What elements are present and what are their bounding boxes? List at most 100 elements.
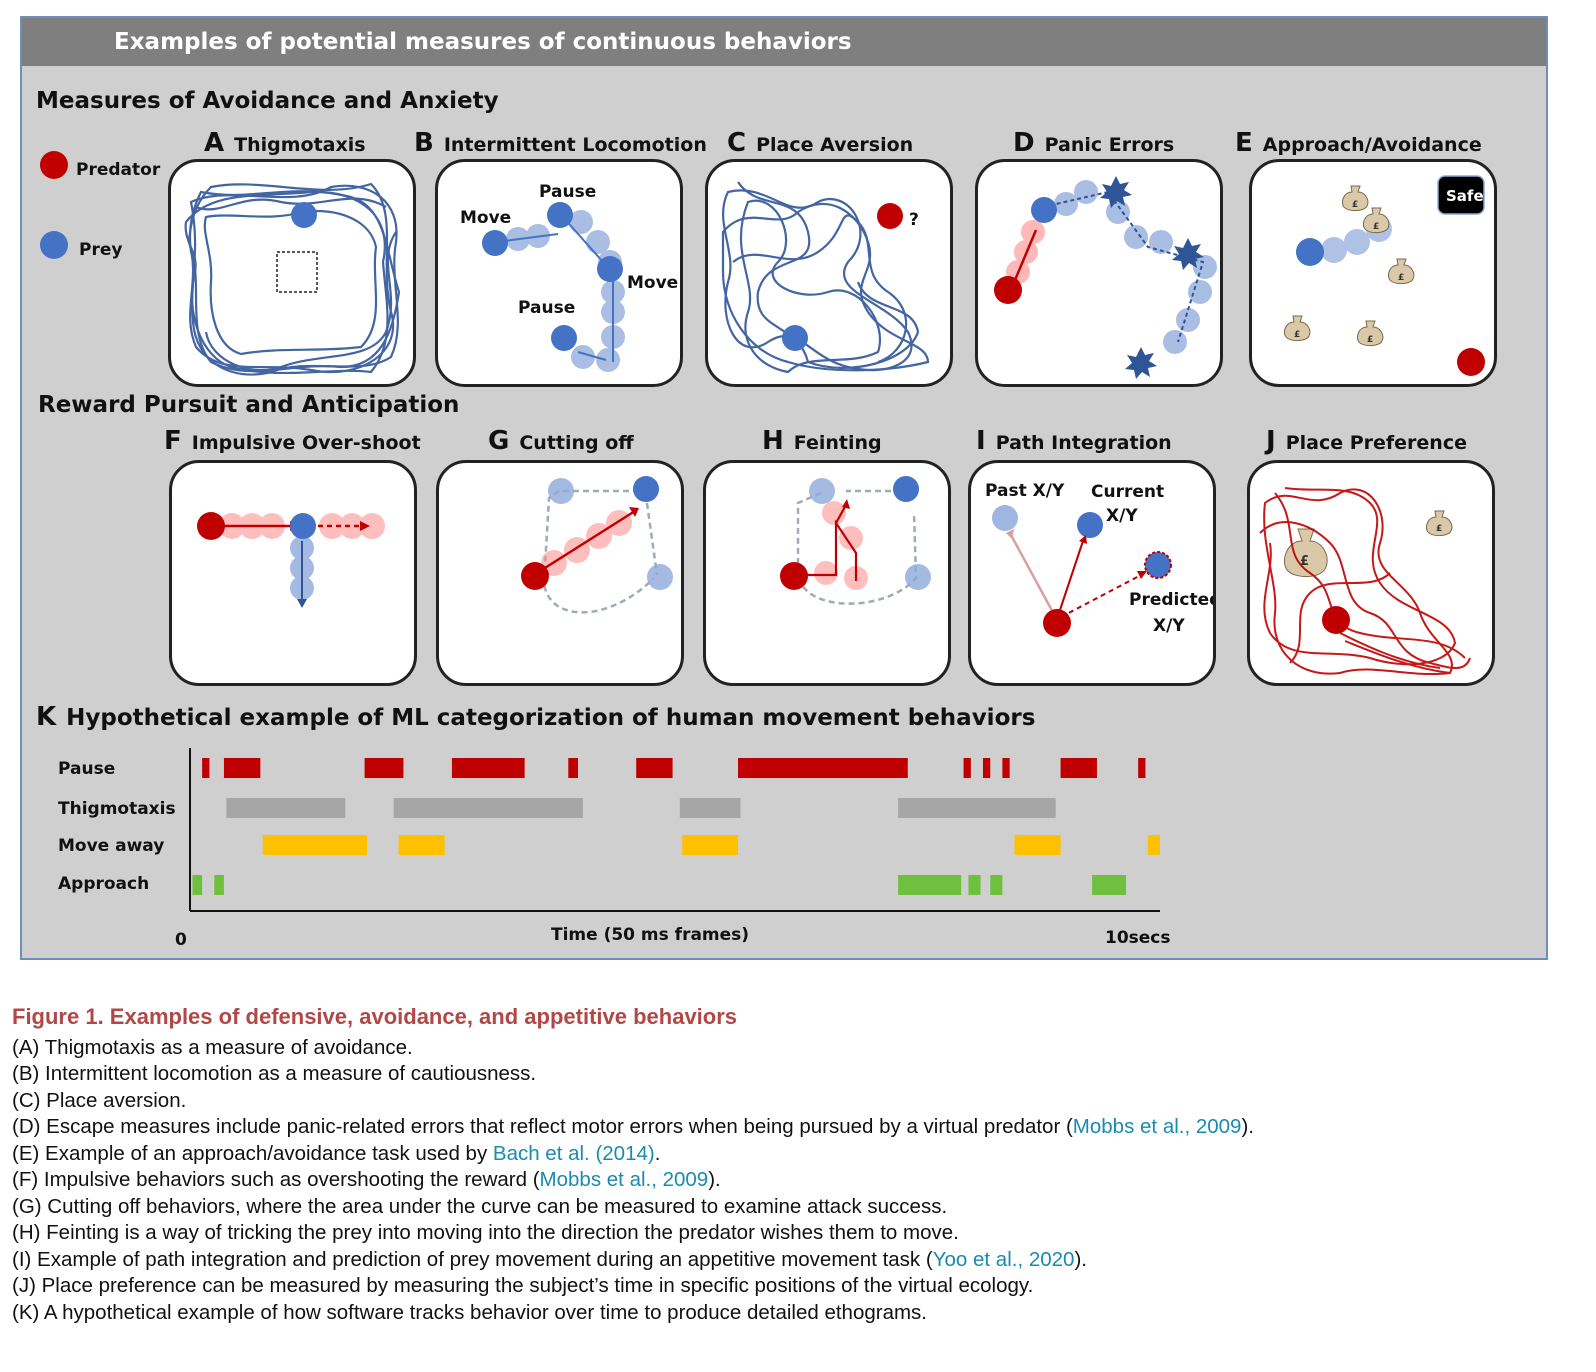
caption-line: (D) Escape measures include panic-relate… xyxy=(12,1114,1582,1141)
panel-a-letter: A xyxy=(204,128,225,158)
predicted-position-label-2: X/Y xyxy=(1153,616,1185,636)
label-pause-1: Pause xyxy=(539,182,596,202)
caption-text: ). xyxy=(1241,1115,1254,1138)
ethogram-bar-pause xyxy=(568,758,578,778)
caption-text: (H) Feinting is a way of tricking the pr… xyxy=(12,1221,959,1244)
ethogram-category-label: Approach xyxy=(58,874,149,894)
panel-k-title-text: Hypothetical example of ML categorizatio… xyxy=(66,705,1036,731)
intermittent-locomotion-drawing: Move Pause Move Pause xyxy=(460,182,678,372)
place-preference-drawing: £ £ xyxy=(1259,487,1471,676)
caption-text: (E) Example of an approach/avoidance tas… xyxy=(12,1141,493,1165)
citation-link[interactable]: Mobbs et al., 2009 xyxy=(1072,1115,1242,1138)
ethogram-bar-move-away xyxy=(262,835,368,855)
ethogram-bar-thigmotaxis xyxy=(679,798,741,818)
panel-h-title-text: Feinting xyxy=(793,432,882,454)
ethogram-bar-approach xyxy=(214,875,224,895)
ethogram-category-label: Move away xyxy=(58,836,164,856)
x-tick-label-start: 0 xyxy=(175,930,187,950)
ethogram-bar-pause xyxy=(1060,758,1097,778)
figure-banner: Examples of potential measures of contin… xyxy=(22,18,1546,66)
path-integration-drawing: Past X/Y Current X/Y Predicted X/Y xyxy=(985,481,1216,637)
predator-legend-dot xyxy=(40,151,68,179)
panel-c-arena: ? xyxy=(705,159,953,387)
panel-c-letter: C xyxy=(727,128,747,158)
money-bag-symbol: £ xyxy=(1436,524,1442,534)
money-bag-symbol: £ xyxy=(1367,335,1373,345)
panel-a-title-text: Thigmotaxis xyxy=(234,134,366,156)
panel-k-title: K Hypothetical example of ML categorizati… xyxy=(36,702,1035,732)
ethogram-bar-pause xyxy=(982,758,991,778)
panel-k-letter: K xyxy=(36,702,57,732)
panel-h-arena xyxy=(703,460,951,686)
caption-text: (J) Place preference can be measured by … xyxy=(12,1274,1034,1297)
panel-f-letter: F xyxy=(164,426,182,456)
ethogram-bar-move-away xyxy=(1147,835,1160,855)
panel-i-title-text: Path Integration xyxy=(995,432,1172,454)
panel-c-title: C Place Aversion xyxy=(727,128,913,158)
citation-link[interactable]: Mobbs et al., 2009 xyxy=(539,1168,709,1191)
ethogram-bar-pause xyxy=(738,758,908,778)
ethogram-bar-approach xyxy=(192,875,203,895)
panel-e-arena: £ £ £ £ £ Safe xyxy=(1249,159,1497,387)
caption-line: (B) Intermittent locomotion as a measure… xyxy=(12,1061,1582,1088)
predicted-position-label: Predicted xyxy=(1129,590,1216,610)
panel-g-arena xyxy=(436,460,684,686)
caption-text: (I) Example of path integration and pred… xyxy=(12,1247,933,1271)
caption-text: (A) Thigmotaxis as a measure of avoidanc… xyxy=(12,1035,413,1059)
current-position-label-2: X/Y xyxy=(1106,506,1138,526)
ethogram-bar-pause xyxy=(223,758,261,778)
caption-text: ). xyxy=(1074,1247,1087,1271)
ethogram-bar-pause xyxy=(963,758,971,778)
caption-line: (F) Impulsive behaviors such as overshoo… xyxy=(12,1167,1582,1194)
caption-line: (I) Example of path integration and pred… xyxy=(12,1247,1582,1274)
caption-line: (K) A hypothetical example of how softwa… xyxy=(12,1300,1582,1327)
caption-text: (C) Place aversion. xyxy=(12,1088,187,1112)
caption-line: (J) Place preference can be measured by … xyxy=(12,1273,1582,1300)
ethogram-bar-pause xyxy=(636,758,673,778)
ethogram-bar-approach xyxy=(898,875,962,895)
impulsive-overshoot-drawing xyxy=(197,512,385,608)
panel-j-arena: £ £ xyxy=(1247,460,1495,686)
ethogram-bar-approach xyxy=(990,875,1003,895)
safe-zone-label: Safe xyxy=(1446,187,1484,205)
predator-legend-label: Predator xyxy=(76,160,161,180)
caption-line: (E) Example of an approach/avoidance tas… xyxy=(12,1141,1582,1168)
panel-d-arena xyxy=(975,159,1223,387)
ethogram-bar-pause xyxy=(1138,758,1146,778)
panel-b-title-text: Intermittent Locomotion xyxy=(443,134,707,156)
ethogram-bar-move-away xyxy=(682,835,739,855)
caption-line: (H) Feinting is a way of tricking the pr… xyxy=(12,1220,1582,1247)
panel-g-letter: G xyxy=(488,426,510,456)
x-axis-label: Time (50 ms frames) xyxy=(551,925,749,945)
caption-text: (K) A hypothetical example of how softwa… xyxy=(12,1300,928,1324)
panel-d-letter: D xyxy=(1013,128,1035,158)
panel-j-letter: J xyxy=(1266,426,1276,456)
ethogram-bar-pause xyxy=(364,758,404,778)
ethogram-bars xyxy=(192,758,1160,895)
x-tick-label-end: 10secs xyxy=(1105,928,1171,948)
panel-g-title-text: Cutting off xyxy=(519,432,634,454)
panel-g-title: G Cutting off xyxy=(488,426,634,456)
panel-c-title-text: Place Aversion xyxy=(756,134,914,156)
panel-e-title-text: Approach/Avoidance xyxy=(1262,134,1482,156)
ethogram-bar-thigmotaxis xyxy=(898,798,1056,818)
caption-line: (G) Cutting off behaviors, where the are… xyxy=(12,1194,1582,1221)
label-move-2: Move xyxy=(627,273,678,293)
ethogram-bar-pause xyxy=(451,758,525,778)
cutting-off-drawing xyxy=(521,476,673,614)
ethogram-bar-move-away xyxy=(398,835,445,855)
feinting-drawing xyxy=(780,476,931,605)
ethogram-bar-approach xyxy=(1092,875,1127,895)
panel-b-letter: B xyxy=(414,128,434,158)
citation-link[interactable]: Yoo et al., 2020 xyxy=(932,1247,1075,1271)
prey-legend-label: Prey xyxy=(79,240,123,260)
panel-f-title: F Impulsive Over-shoot xyxy=(164,426,421,456)
citation-link[interactable]: Bach et al. (2014) xyxy=(492,1141,655,1165)
caption-text: (D) Escape measures include panic-relate… xyxy=(12,1115,1073,1138)
label-move-1: Move xyxy=(460,208,511,228)
panel-d-title-text: Panic Errors xyxy=(1044,134,1175,156)
panel-f-title-text: Impulsive Over-shoot xyxy=(191,432,421,454)
